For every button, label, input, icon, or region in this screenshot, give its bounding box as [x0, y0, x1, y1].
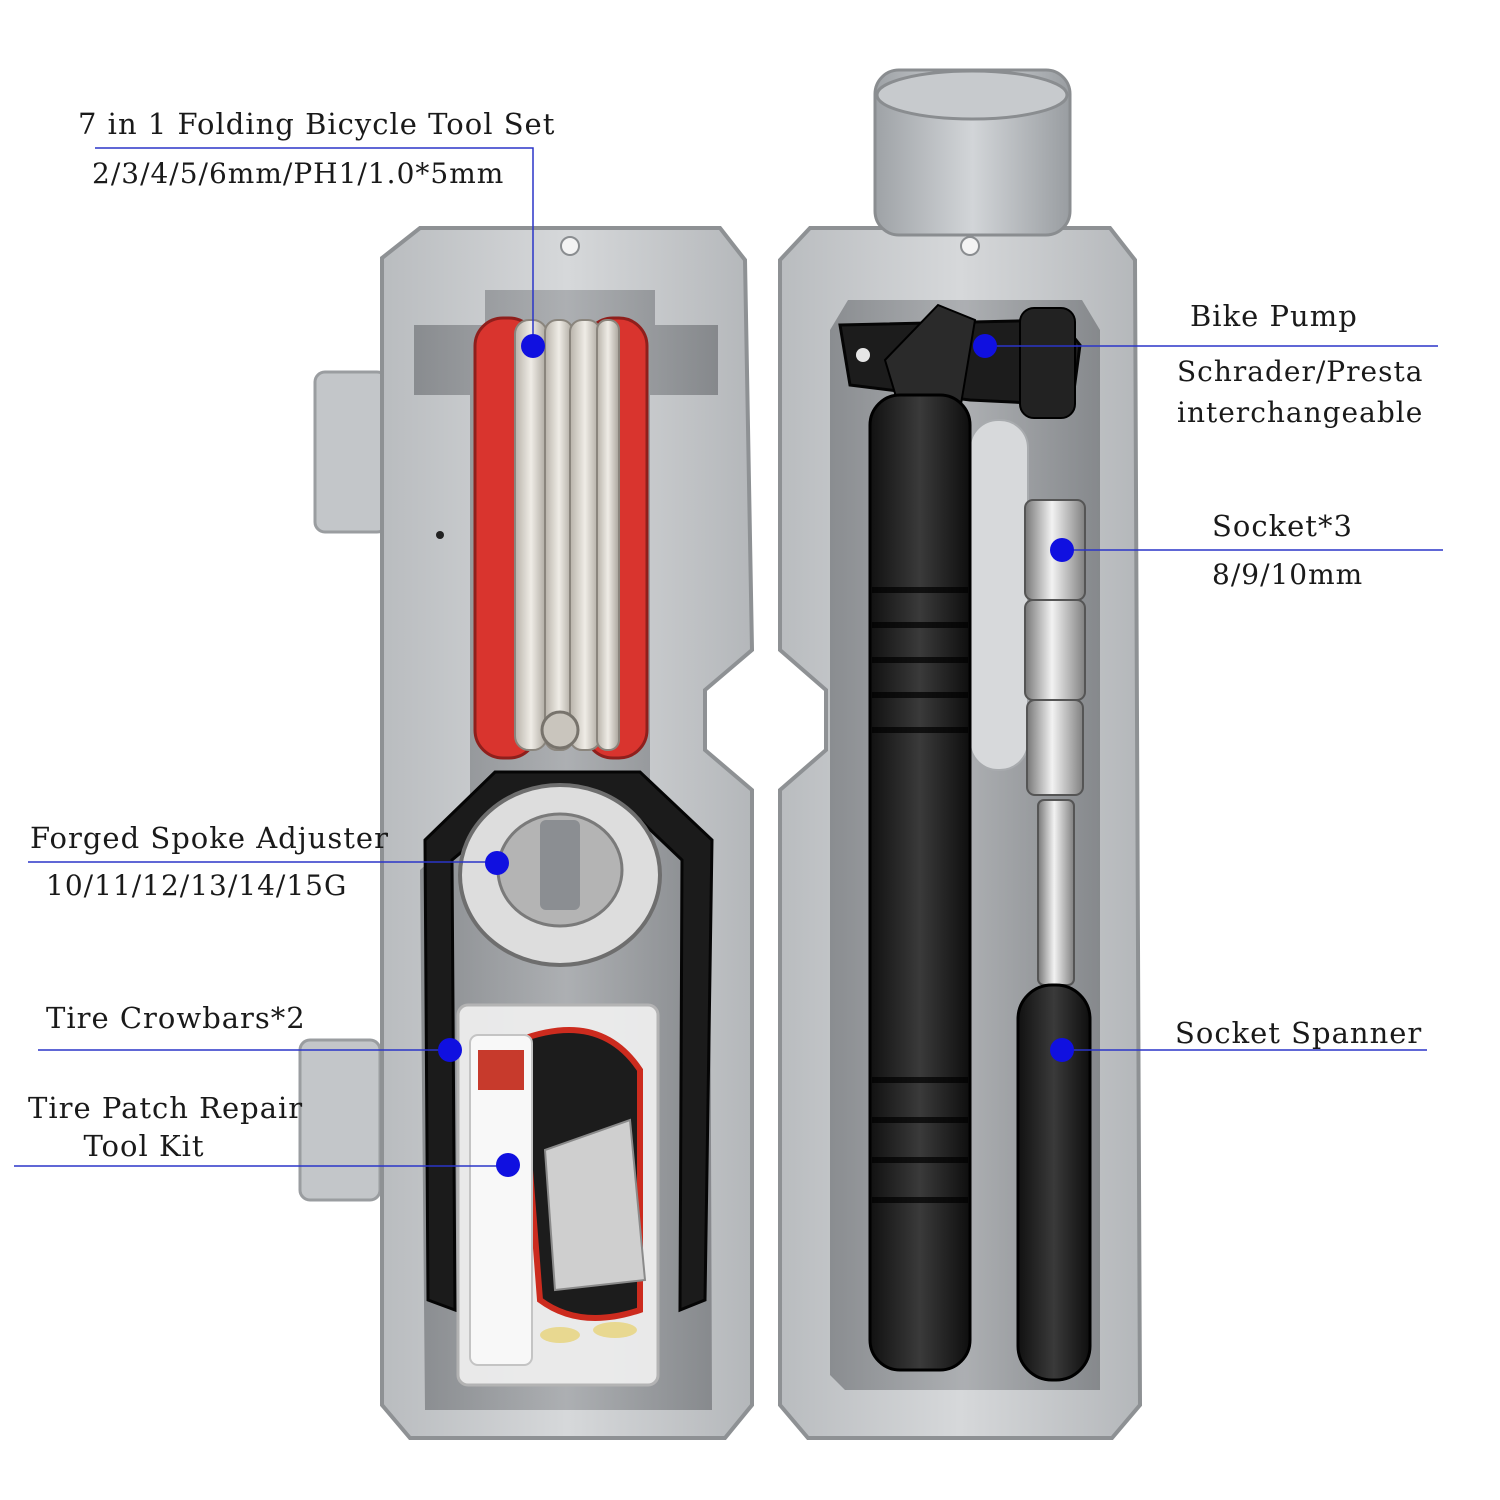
leader-lines: [14, 147, 1443, 1167]
patch-kit-title-line1: Tire Patch Repair: [28, 1091, 304, 1125]
socket-title: Socket*3: [1212, 509, 1353, 543]
folding-multi-tool: [473, 316, 649, 760]
socket-spanner-title: Socket Spanner: [1175, 1016, 1423, 1050]
bike-pump-title: Bike Pump: [1190, 299, 1358, 333]
bike-pump-spec-line2: interchangeable: [1177, 396, 1424, 429]
tire-crowbars-title: Tire Crowbars*2: [46, 1001, 306, 1035]
socket-spec: 8/9/10mm: [1212, 558, 1364, 591]
patch-kit-box: [456, 1003, 660, 1387]
spoke-adjuster-spec: 10/11/12/13/14/15G: [46, 869, 348, 902]
bike-pump: [838, 68, 1082, 1372]
folding-tool-title: 7 in 1 Folding Bicycle Tool Set: [78, 107, 556, 141]
spoke-wrench: [458, 783, 662, 967]
marker-dots: [438, 334, 1074, 1177]
folding-tool-spec: 2/3/4/5/6mm/PH1/1.0*5mm: [92, 157, 505, 190]
spoke-adjuster-title: Forged Spoke Adjuster: [30, 821, 389, 855]
bike-pump-spec-line1: Schrader/Presta: [1177, 355, 1424, 388]
patch-kit-title-line2: Tool Kit: [83, 1129, 205, 1163]
sockets-and-spanner: [1016, 499, 1092, 1382]
